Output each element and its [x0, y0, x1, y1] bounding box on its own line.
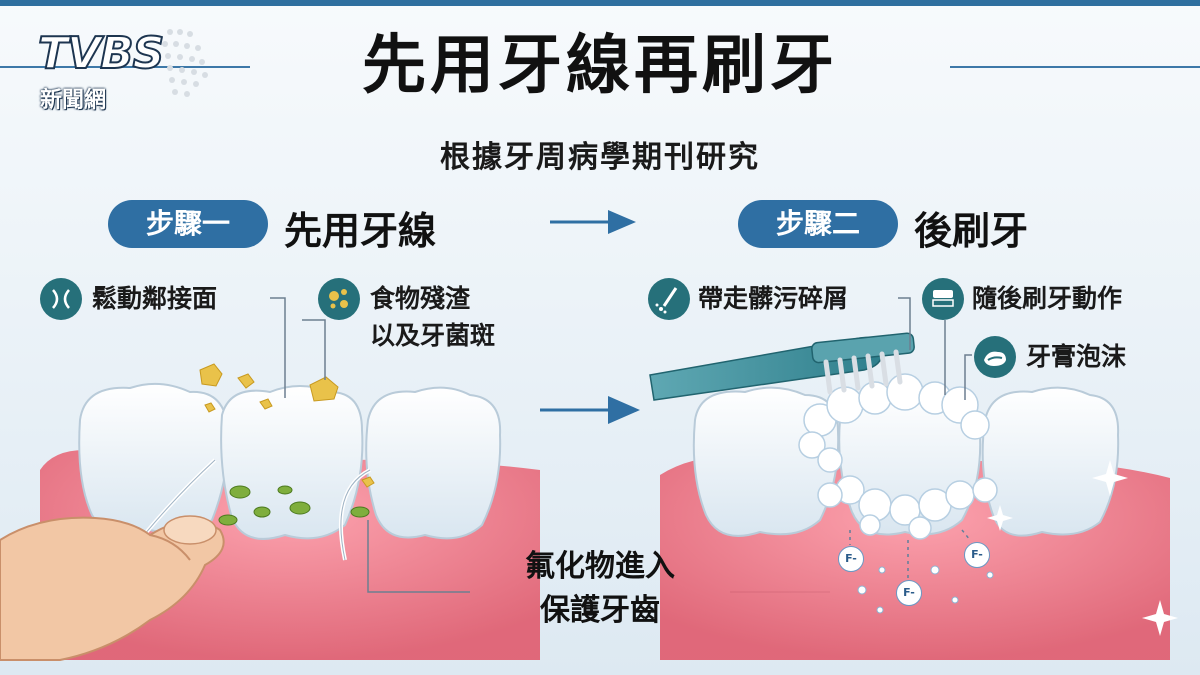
- brush-sweep-icon: [648, 278, 690, 320]
- label-paste: 牙膏泡沫: [1026, 342, 1127, 371]
- step1-text: 先用牙線: [284, 209, 437, 253]
- label-brush: 隨後刷牙動作: [972, 284, 1123, 313]
- food-debris: [199, 363, 375, 488]
- label-carry: 帶走髒污碎屑: [698, 284, 849, 313]
- arrow-right-icon: [550, 210, 636, 234]
- fluoride-caption-line2: 保護牙齒: [540, 593, 660, 628]
- fluoride-ion: F-: [964, 542, 990, 568]
- top-bar: [0, 0, 1200, 6]
- step1-badge: 步驟一: [108, 200, 268, 248]
- label-food-line1: 食物殘渣: [370, 284, 471, 313]
- sparkle-icon: [987, 460, 1178, 636]
- page-subtitle: 根據牙周病學期刊研究: [440, 140, 760, 175]
- page-title: 先用牙線再刷牙: [362, 29, 838, 103]
- label-loosen: 鬆動鄰接面: [92, 284, 218, 313]
- floss-icon: [40, 278, 82, 320]
- step2-text: 後刷牙: [914, 209, 1029, 253]
- header-line-left: [0, 66, 250, 68]
- fluoride-bubbles: [857, 565, 994, 614]
- fluoride-caption: 氟化物進入 保護牙齒: [470, 545, 730, 633]
- food-debris-icon: [318, 278, 360, 320]
- hand: [0, 515, 225, 661]
- logo-brand: TVBS: [37, 27, 165, 80]
- step2-badge: 步驟二: [738, 200, 898, 248]
- arrow-right-icon: [540, 396, 640, 424]
- fluoride-ion: F-: [838, 546, 864, 572]
- label-food-line2: 以及牙菌斑: [370, 321, 496, 350]
- header-line-right: [950, 66, 1200, 68]
- toothpaste-icon: [974, 336, 1016, 378]
- callout-lines-right: [898, 297, 972, 400]
- logo-subtitle: 新聞網: [40, 88, 107, 113]
- fluoride-paths: [849, 529, 971, 578]
- fluoride-ion: F-: [896, 580, 922, 606]
- toothbrush: [649, 332, 915, 401]
- logo-dots-icon: [162, 29, 208, 97]
- toothpaste-foam: [798, 373, 998, 540]
- teeth-left: [78, 382, 502, 540]
- bacteria: [218, 485, 370, 526]
- toothbrush-icon: [922, 278, 964, 320]
- tvbs-logo: TVBS 新聞網: [30, 22, 220, 122]
- fluoride-caption-line1: 氟化物進入: [525, 549, 675, 584]
